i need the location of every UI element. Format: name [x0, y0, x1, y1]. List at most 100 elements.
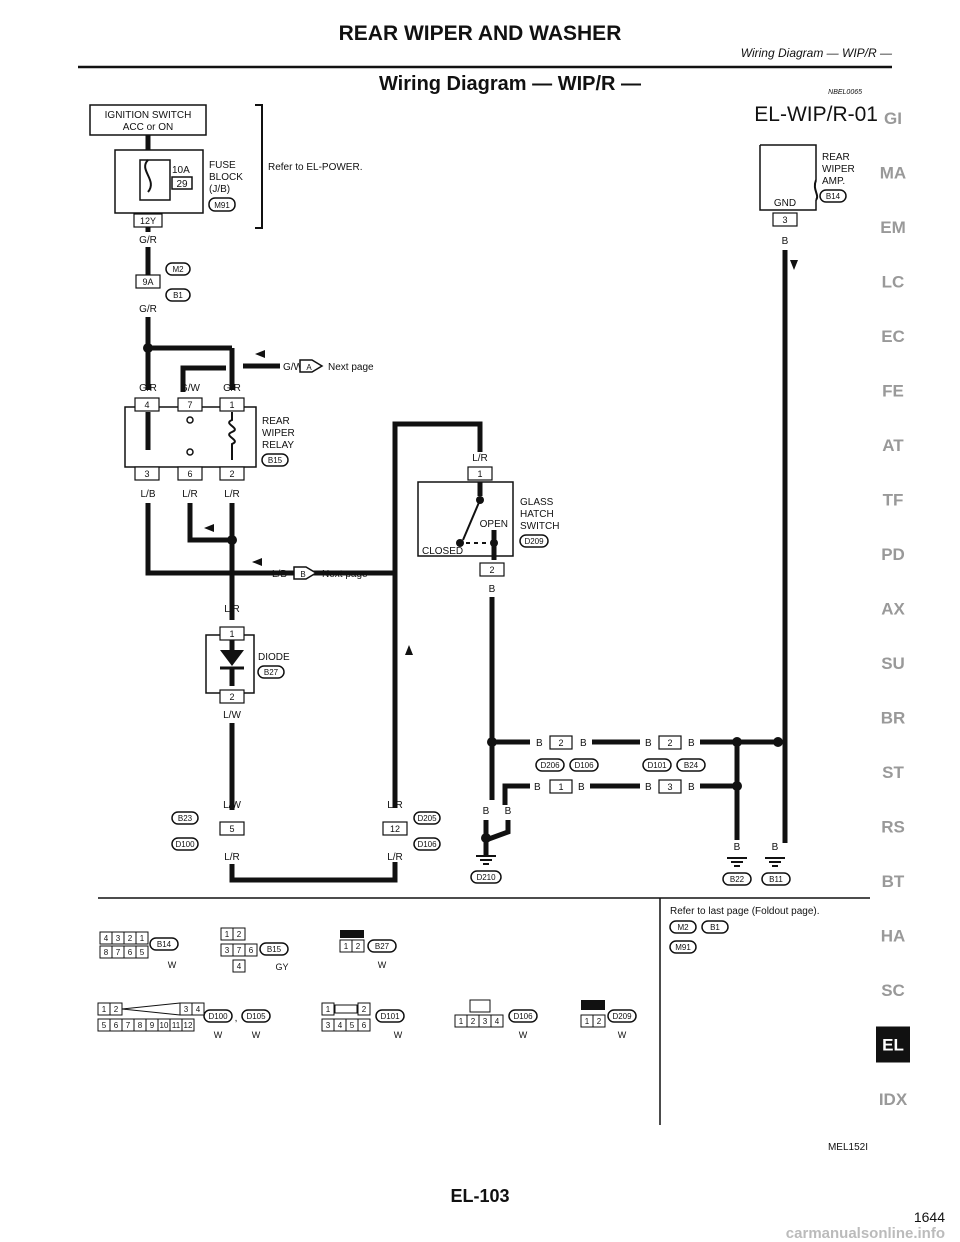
wire-gr-1: G/R — [139, 235, 157, 246]
section-tab-su[interactable]: SU — [881, 654, 905, 673]
d101-pin: 2 — [667, 738, 672, 748]
next-page-a: Next page — [328, 362, 374, 373]
section-tab-br[interactable]: BR — [881, 709, 906, 728]
d106-pin-4: 4 — [495, 1017, 500, 1026]
relay-out-wire-lr: L/R — [182, 489, 198, 500]
d100-c-pin-7: 7 — [126, 1021, 131, 1030]
watermark: carmanualsonline.info — [786, 1225, 945, 1242]
section-tab-st[interactable]: ST — [882, 763, 904, 782]
d100-c-pin-8: 8 — [138, 1021, 143, 1030]
relay-wire-gr: G/R — [139, 383, 157, 394]
ground-wire-b-2: B — [505, 806, 512, 817]
bus-wire-b-4: B — [688, 738, 695, 749]
connector-d106-b: D106 — [574, 761, 594, 770]
d100-c-pin-11: 11 — [172, 1021, 181, 1030]
fuse-block-label-1: FUSE — [209, 160, 236, 171]
section-tab-bt[interactable]: BT — [882, 872, 905, 891]
b14-connector: B14 — [157, 940, 172, 949]
diagram-title: Wiring Diagram — WIP/R — — [379, 73, 641, 95]
b15-connector: B15 — [267, 945, 282, 954]
d209-connector: D209 — [612, 1012, 632, 1021]
b15-row2-pin-6: 6 — [249, 946, 254, 955]
connector-d205: D205 — [417, 814, 437, 823]
fuse-connector: M91 — [214, 201, 230, 210]
d101-c-pin-3: 3 — [326, 1021, 331, 1030]
d100-a-pin-1: 1 — [102, 1005, 107, 1014]
d106-connector: D106 — [513, 1012, 533, 1021]
relay-label-3: RELAY — [262, 440, 294, 451]
d100-c-pin-9: 9 — [150, 1021, 155, 1030]
d100-c-pin-12: 12 — [184, 1021, 193, 1030]
section-tab-el[interactable]: EL — [882, 1036, 904, 1055]
hatch-wire-b: B — [489, 584, 496, 595]
section-index: GI MA EM LC EC FE AT TF PD AX SU BR ST RS BT HA SC EL IDX — [876, 109, 910, 1109]
d105-color: W — [252, 1030, 261, 1040]
section-tab-em[interactable]: EM — [880, 218, 906, 237]
d101-connector: D101 — [380, 1012, 400, 1021]
relay-out-wire-lb: L/B — [140, 489, 155, 500]
hatch-connector: D209 — [524, 537, 544, 546]
b14-pin-2: 2 — [128, 934, 133, 943]
d100-c-pin-10: 10 — [160, 1021, 169, 1030]
section-tab-ax[interactable]: AX — [881, 600, 905, 619]
foldout-b1: B1 — [710, 923, 720, 932]
section-tab-sc[interactable]: SC — [881, 981, 905, 1000]
b15-color: GY — [275, 962, 288, 972]
hatch-closed: CLOSED — [422, 546, 463, 557]
relay-connector: B15 — [268, 456, 283, 465]
connector-b24: B24 — [684, 761, 699, 770]
b14-pin-6: 6 — [128, 948, 133, 957]
section-tab-fe[interactable]: FE — [882, 382, 904, 401]
amp-gnd: GND — [774, 198, 796, 209]
amp-label-3: AMP. — [822, 176, 845, 187]
connector-m2: M2 — [172, 265, 184, 274]
section-tab-ha[interactable]: HA — [881, 927, 906, 946]
amp-label-1: REAR — [822, 152, 850, 163]
b14-pin-7: 7 — [116, 948, 121, 957]
b14-pin-5: 5 — [140, 948, 145, 957]
section-tab-idx[interactable]: IDX — [879, 1090, 908, 1109]
next-page-a-tag: A — [306, 363, 312, 372]
section-tab-gi[interactable]: GI — [884, 109, 902, 128]
b27-color: W — [378, 960, 387, 970]
b27-connector: B27 — [375, 942, 390, 951]
b14-pin-3: 3 — [116, 934, 121, 943]
section-tab-rs[interactable]: RS — [881, 818, 905, 837]
section-tab-lc[interactable]: LC — [882, 273, 905, 292]
d101-c-pin-4: 4 — [338, 1021, 343, 1030]
foldout-note: Refer to last page (Foldout page). — [670, 906, 820, 917]
section-tab-pd[interactable]: PD — [881, 545, 905, 564]
ignition-switch-state: ACC or ON — [123, 122, 174, 133]
fuse-block-label-2: BLOCK — [209, 172, 243, 183]
next-page-b-tag: B — [300, 570, 305, 579]
running-title: Wiring Diagram — WIP/R — — [741, 46, 893, 60]
section-tab-tf[interactable]: TF — [883, 491, 904, 510]
fuse-block-label-3: (J/B) — [209, 184, 230, 195]
amp-pin: 3 — [782, 215, 787, 225]
d100-separator: , — [235, 1013, 238, 1024]
d205-wire-lr: L/R — [387, 800, 403, 811]
section-title: REAR WIPER AND WASHER — [339, 22, 622, 45]
glass-hatch-switch-box — [417, 481, 514, 557]
relay-pin-bottom-3: 2 — [229, 469, 234, 479]
section-tab-ma[interactable]: MA — [880, 164, 906, 183]
foldout-m91: M91 — [675, 943, 691, 952]
d209-pin-1: 1 — [585, 1017, 590, 1026]
page-index: 1644 — [914, 1209, 945, 1225]
relay-pin-top-1: 4 — [144, 400, 149, 410]
b15-row1-pin-2: 2 — [237, 930, 242, 939]
section-tab-active-bg — [876, 1026, 910, 1063]
fuse-pin: 12Y — [140, 216, 156, 226]
section-tab-ec[interactable]: EC — [881, 327, 905, 346]
diode-pin-top: 1 — [229, 629, 234, 639]
relay-label-1: REAR — [262, 416, 290, 427]
d100-c-pin-5: 5 — [102, 1021, 107, 1030]
b23-pin: 5 — [229, 824, 234, 834]
wire-gw: G/W — [283, 362, 304, 373]
rear-wiper-relay-box — [124, 406, 257, 468]
ref-code: NBEL0065 — [828, 89, 862, 96]
section-tab-at[interactable]: AT — [882, 436, 904, 455]
bus-wire-b-6: B — [578, 782, 585, 793]
